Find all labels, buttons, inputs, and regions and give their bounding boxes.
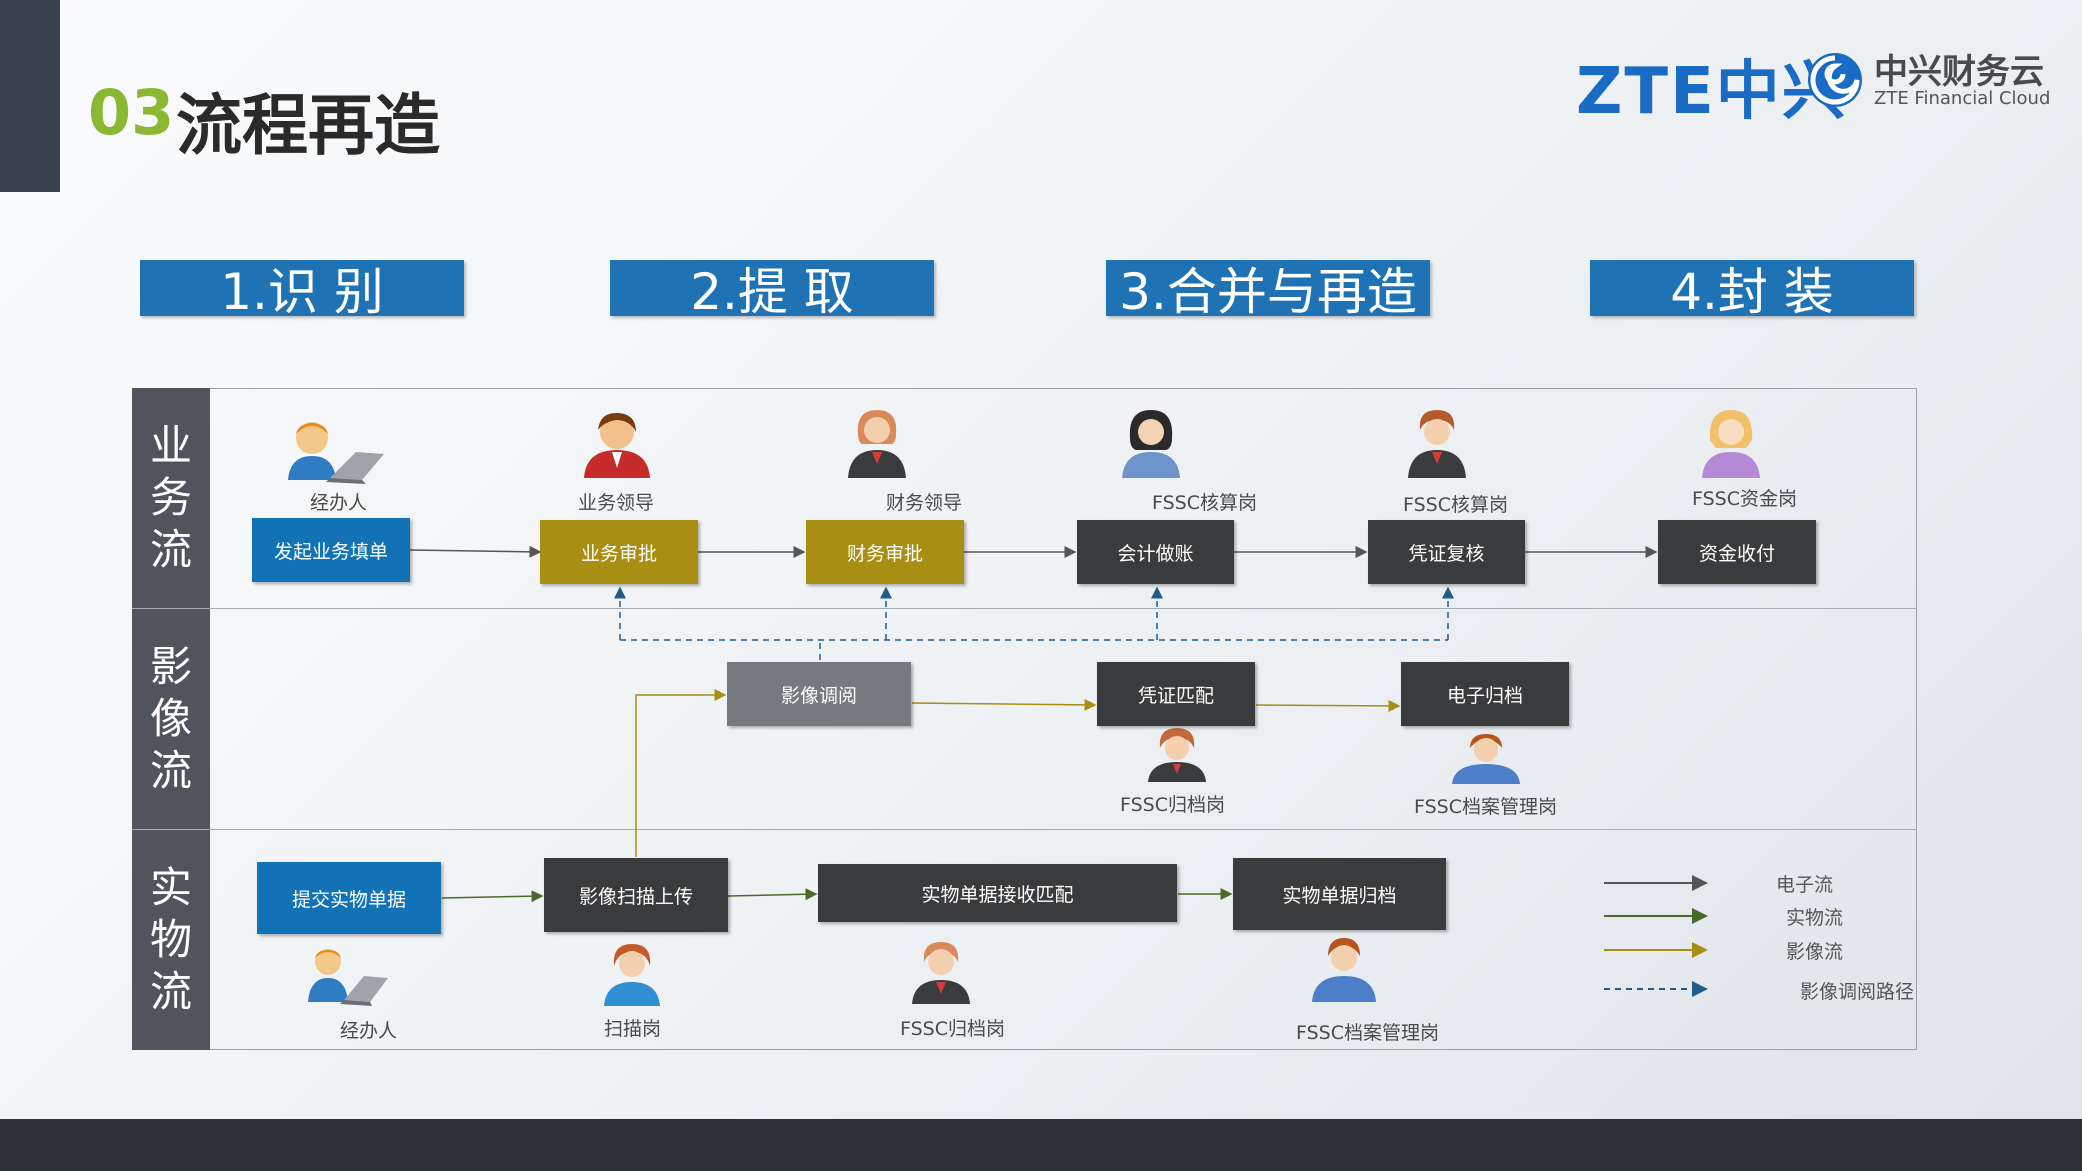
node-initiate: 发起业务填单 [252, 518, 410, 582]
swimlane-grid [132, 388, 1917, 1050]
lane-header-physical: 实物流 [132, 830, 210, 1050]
fssc-records-manager-icon [1452, 734, 1520, 784]
lane-divider [132, 829, 1917, 830]
lane-divider [132, 608, 1917, 609]
phase-1-identify: 1.识 别 [140, 260, 464, 321]
scanner-operator-icon [604, 944, 660, 1006]
role-label: 经办人 [310, 492, 368, 514]
node-receive-match: 实物单据接收匹配 [818, 864, 1177, 922]
fssc-accountant-icon [1122, 410, 1180, 478]
logo-en-text: ZTE Financial Cloud [1874, 88, 2051, 109]
role-label: 财务领导 [886, 492, 963, 514]
fssc-archivist-icon [1148, 728, 1206, 782]
legend-label-electronic: 电子流 [1776, 874, 1834, 896]
node-voucher-review: 凭证复核 [1368, 520, 1525, 584]
handler-laptop-icon [308, 949, 388, 1006]
left-accent-bar [0, 0, 60, 192]
finance-leader-icon [848, 410, 906, 478]
role-label: 经办人 [340, 1020, 398, 1042]
role-label: FSSC档案管理岗 [1414, 796, 1557, 818]
legend-label-image: 影像流 [1786, 941, 1844, 963]
node-submit-docs: 提交实物单据 [257, 862, 441, 934]
node-accounting-entry: 会计做账 [1077, 520, 1234, 584]
slide-title: 流程再造 [176, 87, 440, 164]
handler-laptop-icon [288, 422, 384, 484]
role-label: FSSC资金岗 [1692, 488, 1797, 510]
bottom-bar [0, 1119, 2082, 1171]
node-business-approval: 业务审批 [540, 520, 698, 584]
node-doc-archive: 实物单据归档 [1233, 858, 1446, 930]
zte-logo: ZTE中兴 [1576, 55, 1848, 129]
business-leader-icon [584, 412, 650, 478]
legend-label-physical: 实物流 [1786, 907, 1844, 929]
node-scan-upload: 影像扫描上传 [544, 858, 728, 932]
legend-label-retrieval: 影像调阅路径 [1800, 981, 1915, 1003]
node-funds-payment: 资金收付 [1658, 520, 1816, 584]
role-label: 扫描岗 [604, 1018, 662, 1040]
logo-cn-text: 中兴财务云 [1874, 52, 2044, 92]
role-label: FSSC核算岗 [1152, 492, 1257, 514]
phase-2-extract: 2.提 取 [610, 260, 934, 321]
node-image-view: 影像调阅 [727, 662, 911, 726]
role-label: FSSC核算岗 [1403, 494, 1508, 516]
role-label: 业务领导 [578, 492, 655, 514]
role-label: FSSC档案管理岗 [1296, 1022, 1439, 1044]
node-finance-approval: 财务审批 [806, 520, 964, 584]
fssc-archivist-icon [912, 942, 970, 1004]
lane-header-business: 业务流 [132, 388, 210, 608]
fssc-funds-icon [1702, 410, 1760, 478]
role-label: FSSC归档岗 [900, 1018, 1005, 1040]
phase-3-merge-rebuild: 3.合并与再造 [1106, 260, 1430, 321]
cloud-swirl-icon [1808, 53, 1862, 107]
node-e-archive: 电子归档 [1401, 662, 1569, 726]
fssc-records-manager-icon [1312, 938, 1376, 1002]
role-label: FSSC归档岗 [1120, 794, 1225, 816]
node-voucher-match: 凭证匹配 [1097, 662, 1255, 726]
lane-header-image: 影像流 [132, 609, 210, 829]
phase-4-package: 4.封 装 [1590, 260, 1914, 321]
slide-number: 03 [88, 76, 175, 149]
fssc-accountant-icon [1408, 410, 1466, 478]
